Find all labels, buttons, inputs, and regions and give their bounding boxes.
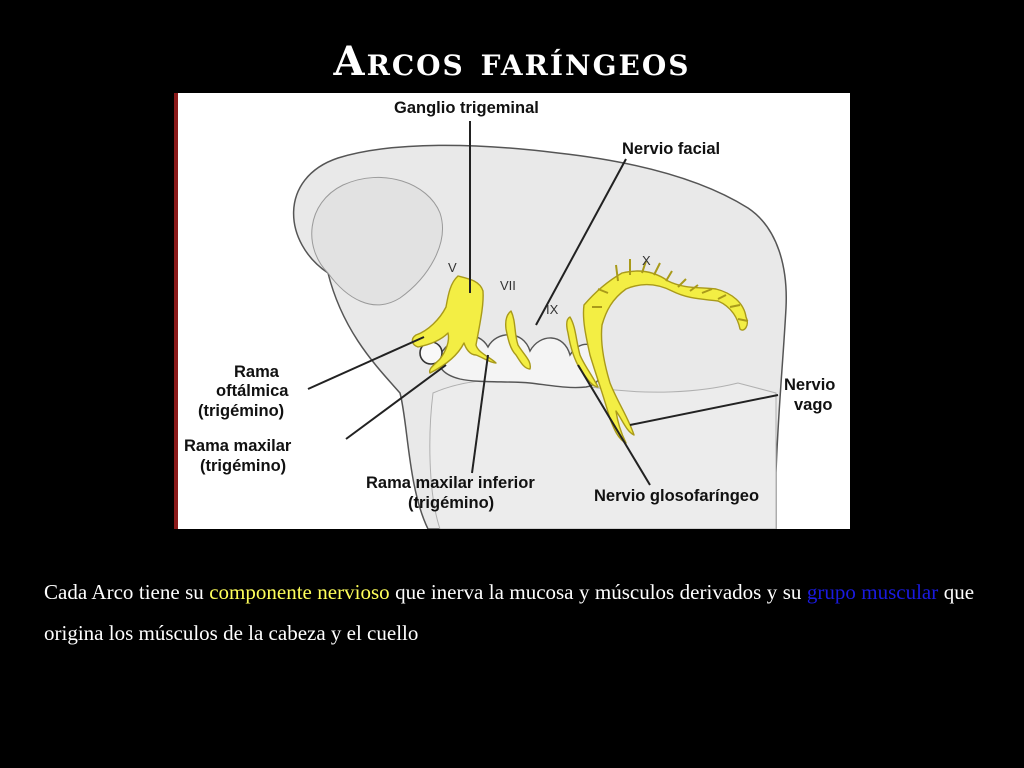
label-rama-oftalmica-line2: oftálmica	[216, 382, 289, 400]
label-rama-maxilar-line1: Rama maxilar	[184, 437, 292, 455]
slide-title: Arcos faríngeos	[333, 38, 691, 85]
leader-nervio-vago	[629, 394, 779, 426]
label-rama-maxilar-inferior-line2: (trigémino)	[408, 494, 494, 512]
slide-caption: Cada Arco tiene su componente nervioso q…	[44, 572, 974, 654]
leader-nervio-glosofaringeo	[577, 364, 651, 486]
leader-rama-maxilar-inferior	[471, 354, 489, 474]
caption-text-2: que inerva la mucosa y músculos derivado…	[389, 580, 807, 604]
caption-highlight-componente-nervioso: componente nervioso	[209, 580, 390, 604]
label-nervio-glosofaringeo: Nervio glosofaríngeo	[594, 487, 759, 505]
vagus-nerve-rootlets	[592, 259, 749, 322]
vagus-nerve	[582, 270, 749, 444]
label-rama-oftalmica-line3: (trigémino)	[198, 402, 284, 420]
leader-nervio-facial	[535, 158, 627, 326]
label-x: X	[642, 253, 651, 268]
trigeminal-nerve	[411, 275, 497, 374]
label-nervio-vago-line1: Nervio	[784, 376, 835, 394]
leader-rama-maxilar	[345, 364, 447, 440]
label-rama-oftalmica-line1: Rama	[234, 363, 280, 381]
label-v: V	[448, 260, 457, 275]
forebrain-region	[311, 177, 443, 306]
leader-rama-oftalmica	[307, 336, 425, 390]
caption-text-3: que origina los músculos de la cabeza y …	[44, 580, 975, 645]
label-ix: IX	[546, 302, 559, 317]
label-rama-maxilar-line2: (trigémino)	[200, 457, 286, 475]
caption-highlight-grupo-muscular: grupo muscular	[806, 580, 939, 604]
label-nervio-facial: Nervio facial	[622, 140, 720, 158]
label-vii: VII	[500, 278, 516, 293]
label-nervio-vago-line2: vago	[794, 396, 833, 414]
label-rama-maxilar-inferior-line1: Rama maxilar inferior	[366, 474, 535, 492]
facial-nerve	[504, 310, 532, 370]
label-ganglio-trigeminal: Ganglio trigeminal	[394, 99, 539, 117]
embryo-nerve-diagram: V VII IX X Ganglio trigeminal Nervio fac…	[174, 93, 850, 529]
glossopharyngeal-nerve	[565, 316, 599, 388]
caption-text-1: Cada Arco tiene su	[44, 580, 210, 604]
